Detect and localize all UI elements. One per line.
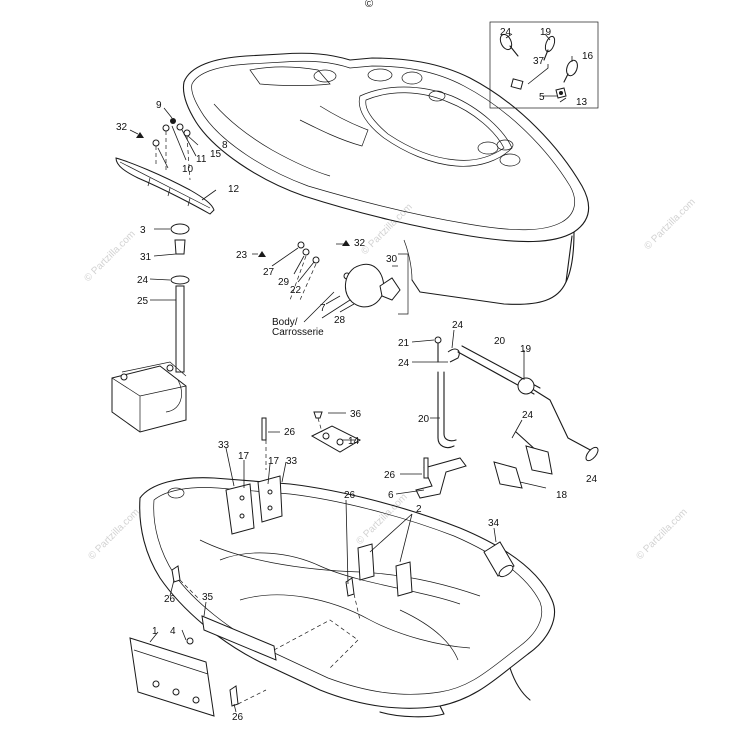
left-parts (115, 118, 215, 373)
latch-group (258, 240, 409, 315)
callout-19: 19 (540, 27, 552, 38)
callout-17: 17 (238, 451, 250, 462)
callout-17: 17 (268, 456, 280, 467)
callout-35: 35 (202, 592, 214, 603)
callout-37: 37 (533, 56, 545, 67)
access-panel (129, 615, 359, 717)
callout-24: 24 (398, 358, 410, 369)
callout-19: 19 (520, 344, 532, 355)
body-label-2: Carrosserie (272, 327, 324, 338)
body-label-1: Body/ (272, 317, 298, 328)
callout-14: 14 (348, 436, 360, 447)
callout-7: 7 (320, 303, 326, 314)
callout-26: 26 (164, 594, 176, 605)
callout-16: 16 (582, 51, 594, 62)
callout-5: 5 (539, 92, 545, 103)
callout-6: 6 (388, 490, 394, 501)
callout-13: 13 (576, 97, 588, 108)
battery (111, 361, 187, 433)
callout-9: 9 (156, 100, 162, 111)
callout-24: 24 (452, 320, 464, 331)
callout-labels: 24 19 16 37 5 13 9 32 8 15 11 10 12 3 31… (116, 27, 598, 723)
callout-3: 3 (140, 225, 146, 236)
callout-4: 4 (170, 626, 176, 637)
watermark-1: © Partzilla.com (82, 229, 137, 284)
fuel-lines (415, 336, 599, 499)
watermark-5: © Partzilla.com (634, 507, 689, 562)
callout-21: 21 (398, 338, 410, 349)
callout-26: 26 (284, 427, 296, 438)
callout-31: 31 (140, 252, 152, 263)
leader-lines (129, 33, 573, 713)
callout-8: 8 (222, 140, 228, 151)
callout-28: 28 (334, 315, 346, 326)
callout-24: 24 (522, 410, 534, 421)
callout-26: 26 (232, 712, 244, 723)
callout-29: 29 (278, 277, 290, 288)
callout-36: 36 (350, 409, 362, 420)
callout-30: 30 (386, 254, 398, 265)
callout-24: 24 (137, 275, 149, 286)
watermark-2: © Partzilla.com (642, 197, 697, 252)
callout-18: 18 (556, 490, 568, 501)
callout-22: 22 (290, 285, 302, 296)
callout-20: 20 (494, 336, 506, 347)
callout-34: 34 (488, 518, 500, 529)
callout-11: 11 (196, 154, 207, 165)
deck-body (182, 52, 590, 305)
callout-15: 15 (210, 149, 222, 160)
clamp-inset (489, 21, 599, 109)
callout-2: 2 (416, 504, 422, 515)
top-symbol: © (365, 0, 373, 10)
callout-23: 23 (236, 250, 248, 261)
callout-32: 32 (354, 238, 366, 249)
hull (139, 417, 556, 718)
callout-26: 26 (344, 490, 356, 501)
callout-12: 12 (228, 184, 240, 195)
callout-25: 25 (137, 296, 149, 307)
callout-20: 20 (418, 414, 430, 425)
watermark-3: © Partzilla.com (86, 507, 141, 562)
callout-33: 33 (286, 456, 298, 467)
watermark-6: © Partzilla.com (354, 492, 409, 547)
plate (310, 411, 362, 453)
callout-24: 24 (500, 27, 512, 38)
callout-1: 1 (152, 626, 158, 637)
callout-27: 27 (263, 267, 275, 278)
callout-32: 32 (116, 122, 128, 133)
callout-26: 26 (384, 470, 396, 481)
callout-33: 33 (218, 440, 230, 451)
callout-24: 24 (586, 474, 598, 485)
watermark-4: © Partzilla.com (359, 202, 414, 257)
callout-10: 10 (182, 164, 194, 175)
